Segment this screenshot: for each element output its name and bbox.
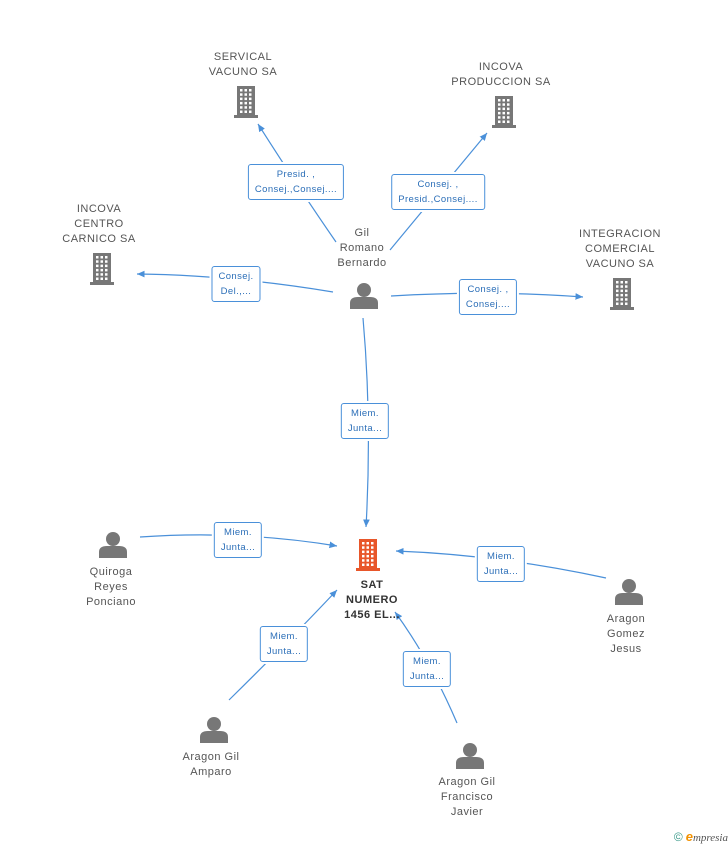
edge-label-gil-to-integracion[interactable]: Consej. , Consej....	[458, 279, 518, 315]
person-icon-aragon_gomez[interactable]	[615, 579, 643, 605]
main-company-building-icon-main[interactable]	[356, 539, 380, 571]
person-icon-aragon_amparo[interactable]	[200, 717, 228, 743]
edge-label-aragon_gomez-to-main[interactable]: Miem. Junta...	[476, 546, 526, 582]
node-label-gil[interactable]: Gil Romano Bernardo	[337, 227, 387, 269]
edge-label-gil-to-servical[interactable]: Presid. , Consej.,Consej....	[247, 164, 345, 200]
company-building-icon-integracion[interactable]	[610, 278, 634, 310]
company-building-icon-incova_centro[interactable]	[90, 253, 114, 285]
person-icon-gil[interactable]	[350, 283, 378, 309]
brand-logo-e: e	[685, 829, 693, 844]
edge-label-gil-to-incova_prod[interactable]: Consej. , Presid.,Consej....	[391, 174, 485, 210]
copyright-icon: ©	[673, 830, 683, 844]
edge-label-gil-to-incova_centro[interactable]: Consej. Del.,...	[211, 266, 261, 302]
edge-label-aragon_fj-to-main[interactable]: Miem. Junta...	[402, 651, 452, 687]
brand-logo-text: mpresia	[692, 832, 728, 844]
node-label-aragon_amparo[interactable]: Aragon Gil Amparo	[182, 751, 240, 778]
edge-label-aragon_amparo-to-main[interactable]: Miem. Junta...	[259, 626, 309, 662]
brand-watermark: © empresia	[674, 829, 728, 844]
node-label-integracion[interactable]: INTEGRACION COMERCIAL VACUNO SA	[579, 228, 661, 270]
node-label-main[interactable]: SAT NUMERO 1456 EL...	[344, 579, 400, 621]
node-label-servical[interactable]: SERVICAL VACUNO SA	[208, 51, 278, 78]
node-label-aragon_gomez[interactable]: Aragon Gomez Jesus	[606, 613, 646, 655]
company-building-icon-incova_prod[interactable]	[492, 96, 516, 128]
node-label-incova_prod[interactable]: INCOVA PRODUCCION SA	[451, 61, 551, 88]
node-label-quiroga[interactable]: Quiroga Reyes Ponciano	[86, 566, 136, 608]
edge-label-quiroga-to-main[interactable]: Miem. Junta...	[213, 522, 263, 558]
company-building-icon-servical[interactable]	[234, 86, 258, 118]
node-label-aragon_fj[interactable]: Aragon Gil Francisco Javier	[438, 776, 496, 818]
edge-label-gil-to-main[interactable]: Miem. Junta...	[340, 403, 390, 439]
node-label-incova_centro[interactable]: INCOVA CENTRO CARNICO SA	[62, 203, 136, 245]
person-icon-quiroga[interactable]	[99, 532, 127, 558]
person-icon-aragon_fj[interactable]	[456, 743, 484, 769]
